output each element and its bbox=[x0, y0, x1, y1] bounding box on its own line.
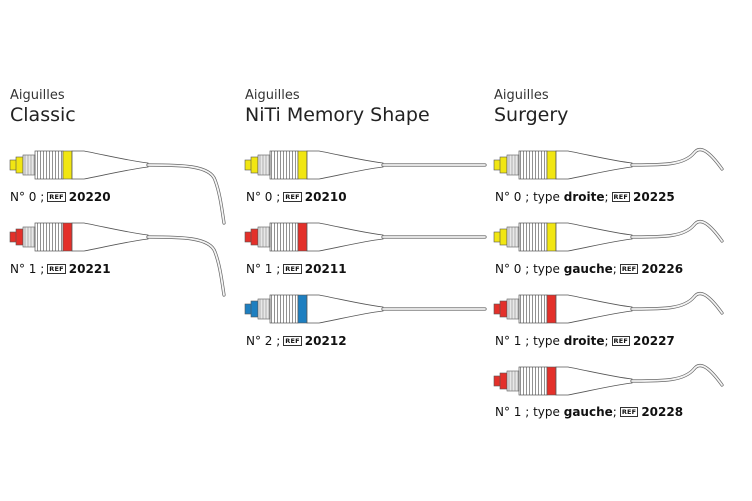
needle-20211 bbox=[244, 222, 487, 252]
caption-prefix: N° 0 ; type bbox=[495, 190, 560, 204]
caption-prefix: N° 2 ; bbox=[246, 334, 281, 348]
column-title: NiTi Memory Shape bbox=[245, 104, 430, 126]
needle-20227 bbox=[493, 291, 724, 324]
needle-20221 bbox=[9, 222, 226, 297]
ref-code: 20221 bbox=[68, 262, 111, 276]
caption-20221: N° 1 ; REF 20221 bbox=[10, 262, 111, 276]
column-subtitle: Aiguilles bbox=[245, 88, 300, 103]
ref-icon: REF bbox=[283, 191, 302, 203]
caption-prefix: N° 1 ; bbox=[10, 262, 45, 276]
column-title: Classic bbox=[10, 104, 76, 126]
caption-type: gauche bbox=[563, 405, 613, 419]
ref-code: 20226 bbox=[641, 262, 684, 276]
ref-icon: REF bbox=[47, 191, 66, 203]
needle-20228 bbox=[493, 363, 724, 396]
ref-icon: REF bbox=[283, 335, 302, 347]
column-subtitle: Aiguilles bbox=[494, 88, 549, 103]
ref-icon: REF bbox=[611, 191, 631, 203]
ref-icon: REF bbox=[283, 263, 302, 275]
caption-prefix: N° 0 ; bbox=[246, 190, 281, 204]
caption-20211: N° 1 ; REF 20211 bbox=[246, 262, 347, 276]
column-heading-surgery: Aiguilles Surgery bbox=[494, 89, 568, 125]
needle-20210 bbox=[244, 150, 487, 180]
caption-prefix: N° 0 ; bbox=[10, 190, 45, 204]
needle-20226 bbox=[493, 219, 724, 252]
ref-code: 20225 bbox=[633, 190, 675, 204]
caption-type: droite bbox=[563, 334, 605, 348]
needle-20220 bbox=[9, 150, 226, 225]
ref-icon: REF bbox=[47, 263, 66, 275]
caption-20227: N° 1 ; type droite; REF 20227 bbox=[495, 334, 675, 348]
caption-type: droite bbox=[563, 190, 605, 204]
ref-icon: REF bbox=[619, 263, 639, 275]
ref-code: 20227 bbox=[633, 334, 675, 348]
needle-20225 bbox=[493, 147, 724, 180]
caption-prefix: N° 1 ; type bbox=[495, 334, 560, 348]
caption-prefix: N° 1 ; type bbox=[495, 405, 560, 419]
column-title: Surgery bbox=[494, 104, 569, 126]
column-subtitle: Aiguilles bbox=[10, 88, 65, 103]
caption-20225: N° 0 ; type droite; REF 20225 bbox=[495, 190, 675, 204]
caption-20226: N° 0 ; type gauche; REF 20226 bbox=[495, 262, 684, 276]
ref-code: 20212 bbox=[304, 334, 347, 348]
caption-20220: N° 0 ; REF 20220 bbox=[10, 190, 111, 204]
ref-code: 20228 bbox=[641, 405, 684, 419]
column-heading-classic: Aiguilles Classic bbox=[10, 89, 76, 125]
caption-20228: N° 1 ; type gauche; REF 20228 bbox=[495, 405, 684, 419]
ref-icon: REF bbox=[611, 335, 631, 347]
caption-prefix: N° 0 ; type bbox=[495, 262, 560, 276]
ref-icon: REF bbox=[619, 406, 639, 418]
column-heading-niti: Aiguilles NiTi Memory Shape bbox=[245, 89, 430, 125]
caption-type: gauche bbox=[563, 262, 613, 276]
needle-20212 bbox=[244, 294, 487, 324]
caption-20210: N° 0 ; REF 20210 bbox=[246, 190, 347, 204]
ref-code: 20210 bbox=[304, 190, 347, 204]
caption-20212: N° 2 ; REF 20212 bbox=[246, 334, 347, 348]
caption-prefix: N° 1 ; bbox=[246, 262, 281, 276]
ref-code: 20211 bbox=[304, 262, 347, 276]
ref-code: 20220 bbox=[68, 190, 111, 204]
